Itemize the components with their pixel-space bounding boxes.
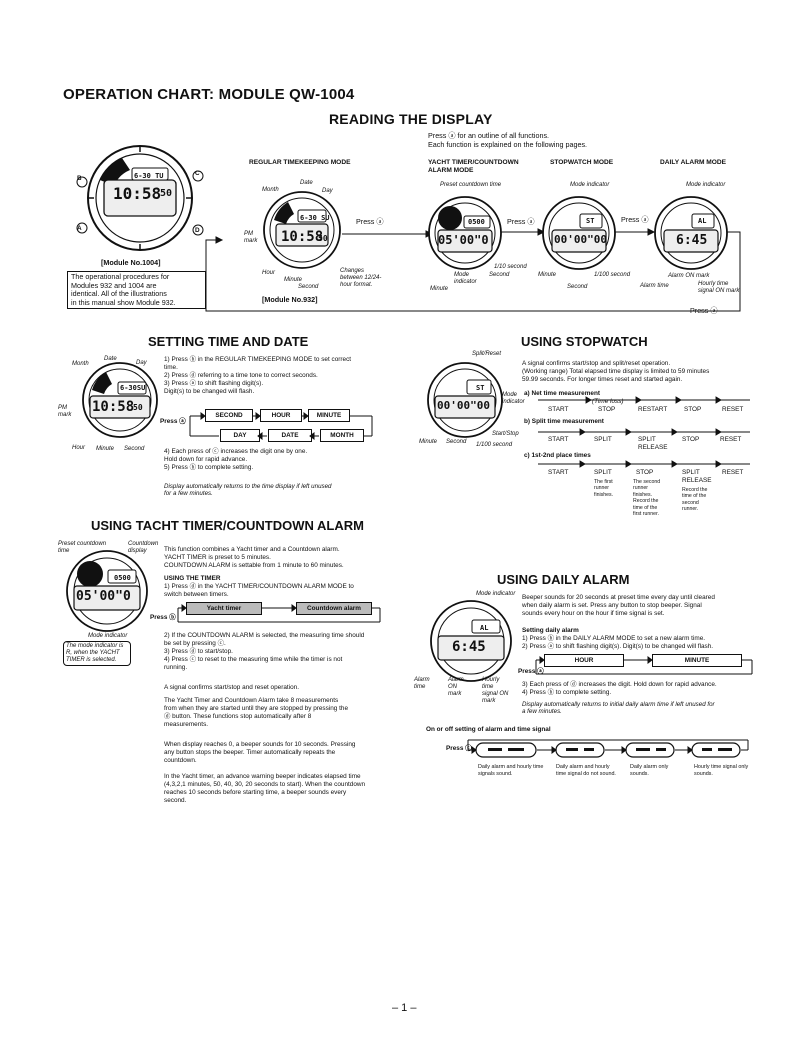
onoff-caption-1: Daily alarm and hourly time signals soun…: [478, 764, 543, 777]
onoff-caption-2: Daily alarm and hourly time signal do no…: [556, 764, 616, 777]
onoff-caption-3: Daily alarm only sounds.: [630, 764, 668, 777]
onoff-caption-4: Hourly time signal only sounds.: [694, 764, 748, 777]
onoff-cycle-diagram: [0, 0, 808, 780]
page-number: – 1 –: [392, 1002, 416, 1014]
